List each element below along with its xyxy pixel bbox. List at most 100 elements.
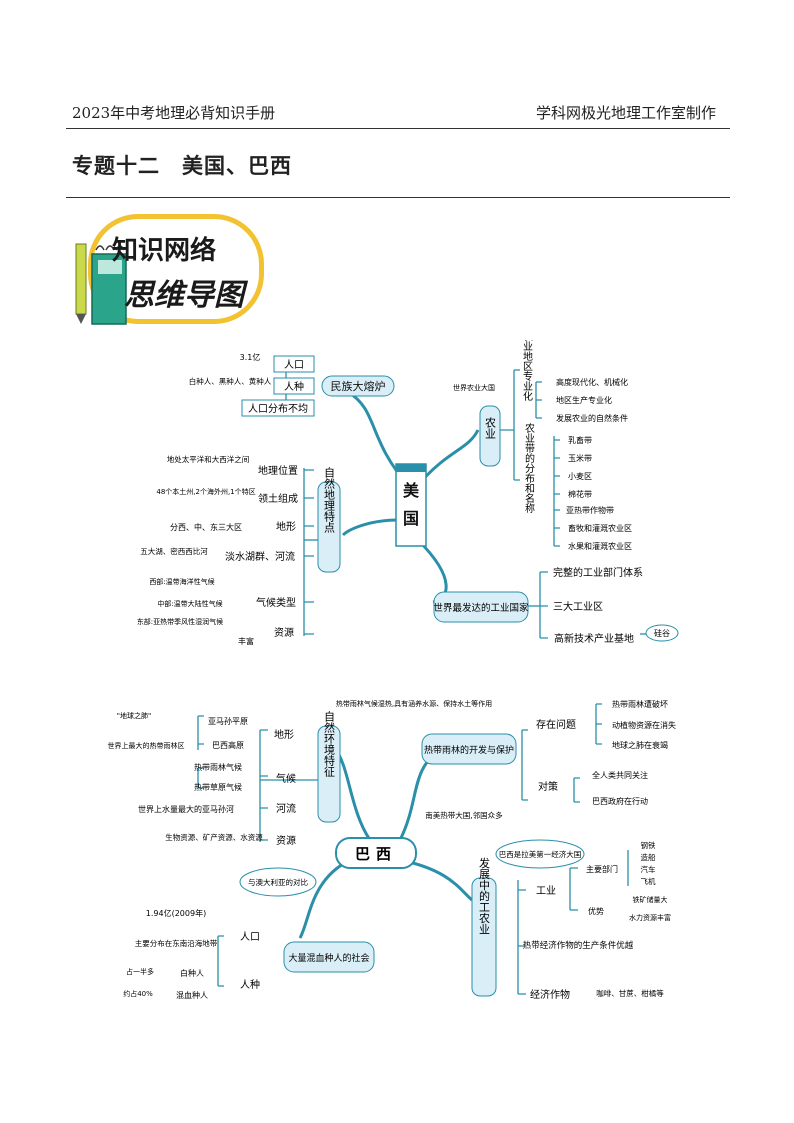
brazil-terrain-note1: "地球之肺" xyxy=(117,711,151,720)
usa-race-note: 白种人、黑种人、黄种人 xyxy=(189,376,272,386)
usa-population-note: 3.1亿 xyxy=(240,352,261,362)
usa-belt-6: 水果和灌溉农业区 xyxy=(568,541,632,551)
usa-climate-central: 中部:温带大陆性气候 xyxy=(157,599,222,608)
usa-nature-item-1: 领土组成 xyxy=(258,492,298,505)
brazil-climate-label: 气候 xyxy=(276,772,296,785)
usa-industry-label: 世界最发达的工业国家 xyxy=(433,602,529,614)
dev-sectors-label: 主要部门 xyxy=(586,864,618,874)
usa-belt-3: 棉花带 xyxy=(568,489,592,499)
development-label: 发展中的工农业 xyxy=(478,856,491,934)
development-node xyxy=(471,877,497,997)
dev-crops-cond: 热带经济作物的生产条件优越 xyxy=(523,940,634,951)
usa-nature-item-2: 地形 xyxy=(276,520,296,533)
melting-pot-node xyxy=(321,375,395,397)
brazil-climate-1: 热带草原气候 xyxy=(194,782,242,792)
usa-nature-label: 自然地理特点 xyxy=(323,467,336,534)
society-race-1: 混血种人 xyxy=(176,990,208,1000)
usa-industry-2: 高新技术产业基地 xyxy=(554,632,634,645)
brazil-terrain-label: 地形 xyxy=(274,728,294,741)
problem-2: 地球之肺在衰竭 xyxy=(612,740,668,750)
dev-industry-label: 工业 xyxy=(536,885,556,897)
society-pop-note-1: 主要分布在东南沿海地带 xyxy=(135,938,218,948)
usa-belt-2: 小麦区 xyxy=(568,471,592,481)
usa-industry-1: 三大工业区 xyxy=(553,600,603,613)
dev-sector-0: 钢铁 xyxy=(641,840,656,850)
usa-nature-note-3: 五大湖、密西西比河 xyxy=(140,546,208,556)
rainforest-node xyxy=(421,733,517,765)
brazil-terrain-0: 亚马孙平原 xyxy=(208,716,248,726)
brazil-river-note: 世界上水量最大的亚马孙河 xyxy=(138,804,234,814)
notebook-pen-icon xyxy=(75,243,127,325)
usa-industry-node xyxy=(433,591,529,623)
usa-agri-zone: 农业地区专业化 xyxy=(521,340,533,401)
brazil-center-box xyxy=(335,837,417,869)
society-label: 大量混血种人的社会 xyxy=(288,952,369,964)
brazil-river-label: 河流 xyxy=(276,802,296,815)
society-race-note-1: 约占40% xyxy=(123,989,153,998)
usa-center-box xyxy=(395,463,427,547)
usa-agri-zone-0: 高度现代化、机械化 xyxy=(556,377,628,387)
measures-label: 对策 xyxy=(538,780,558,793)
page-title: 专题十二 美国、巴西 xyxy=(72,153,292,178)
rainforest-label: 热带雨林的开发与保护 xyxy=(424,744,514,756)
dev-crops-note: 咖啡、甘蔗、柑橘等 xyxy=(596,988,664,998)
rainforest-note: 热带雨林气候湿热,具有涵养水源、保持水土等作用 xyxy=(336,699,492,708)
measure-0: 全人类共同关注 xyxy=(592,770,648,780)
usa-agri-zone-2: 发展农业的自然条件 xyxy=(556,413,628,423)
brazil-terrain-1: 巴西高原 xyxy=(212,740,244,750)
usa-agri-zone-1: 地区生产专业化 xyxy=(556,395,612,405)
usa-agri-label: 农业 xyxy=(484,416,497,439)
usa-population-label: 人口 xyxy=(284,359,304,371)
usa-nature-node xyxy=(317,481,341,573)
measure-1: 巴西政府在行动 xyxy=(592,796,648,806)
usa-race-label: 人种 xyxy=(284,380,304,393)
brazil-mindmap: 巴西 与澳大利亚的对比 自然环境特征 地形 亚马孙平原 巴西高原 "地球之肺" … xyxy=(108,699,677,1001)
society-pop-note-0: 1.94亿(2009年) xyxy=(146,908,206,918)
usa-agri-belts: 农业带的分布和名称 xyxy=(523,422,535,514)
society-race-note-0: 占一半多 xyxy=(126,967,154,976)
usa-industry-note: 硅谷 xyxy=(654,628,670,638)
brazil-center-label: 巴西 xyxy=(355,845,397,863)
usa-nature-note-5: 丰富 xyxy=(238,636,254,646)
usa-climate-east: 东部:亚热带季风性湿润气候 xyxy=(137,617,223,626)
usa-nature-item-4: 气候类型 xyxy=(256,596,296,609)
usa-nature-note-2: 分西、中、东三大区 xyxy=(170,522,242,532)
melting-pot-label: 民族大熔炉 xyxy=(331,379,386,393)
problem-0: 热带雨林遭破坏 xyxy=(612,699,668,709)
dev-sector-3: 飞机 xyxy=(641,876,656,886)
usa-nature-note-1: 48个本土州,2个海外州,1个特区 xyxy=(156,487,255,496)
usa-nature-item-0: 地理位置 xyxy=(258,464,298,477)
society-race-0: 白种人 xyxy=(180,968,204,978)
brazil-climate-0: 热带雨林气候 xyxy=(194,762,242,772)
usa-agri-note: 世界农业大国 xyxy=(453,383,495,392)
title-rule xyxy=(66,197,730,198)
development-note: 巴西是拉美第一经济大国 xyxy=(499,849,582,859)
dev-advantage-1: 水力资源丰富 xyxy=(629,913,671,922)
usa-belt-1: 玉米带 xyxy=(568,453,592,463)
header-rule xyxy=(66,128,730,129)
usa-climate-west: 西部:温带海洋性气候 xyxy=(149,577,214,586)
brazil-nature-node xyxy=(317,725,341,823)
header-right: 学科网极光地理工作室制作 xyxy=(535,104,716,122)
dev-crops-label: 经济作物 xyxy=(530,988,570,1001)
usa-belt-0: 乳畜带 xyxy=(568,435,592,445)
header-left: 2023年中考地理必背知识手册 xyxy=(72,104,276,122)
usa-mindmap: 美 国 民族大熔炉 人口 3.1亿 人种 白种人、黑种人、黄种人 人口分布不均 … xyxy=(137,340,679,646)
brazil-nature-label: 自然环境特征 xyxy=(323,711,336,778)
society-population: 人口 xyxy=(240,931,260,943)
mindmap-badge: 知识网络 思维导图 xyxy=(68,214,264,326)
problem-1: 动植物资源在消失 xyxy=(612,720,676,730)
society-node xyxy=(283,941,375,973)
usa-belt-4: 亚热带作物带 xyxy=(566,505,614,515)
brazil-region-note: 南美热带大国,邻国众多 xyxy=(425,810,503,820)
brazil-terrain-note2: 世界上最大的热带雨林区 xyxy=(108,741,185,750)
usa-belt-5: 畜牧和灌溉农业区 xyxy=(568,523,632,533)
usa-nature-item-3: 淡水湖群、河流 xyxy=(225,550,295,563)
usa-nature-note-0: 地处太平洋和大西洋之间 xyxy=(167,454,250,464)
brazil-compare-note: 与澳大利亚的对比 xyxy=(248,877,308,887)
dev-sector-1: 造船 xyxy=(641,852,656,862)
dev-sector-2: 汽车 xyxy=(641,864,656,874)
usa-industry-0: 完整的工业部门体系 xyxy=(553,566,643,579)
society-race: 人种 xyxy=(240,978,260,991)
badge-line2: 思维导图 xyxy=(124,278,244,313)
